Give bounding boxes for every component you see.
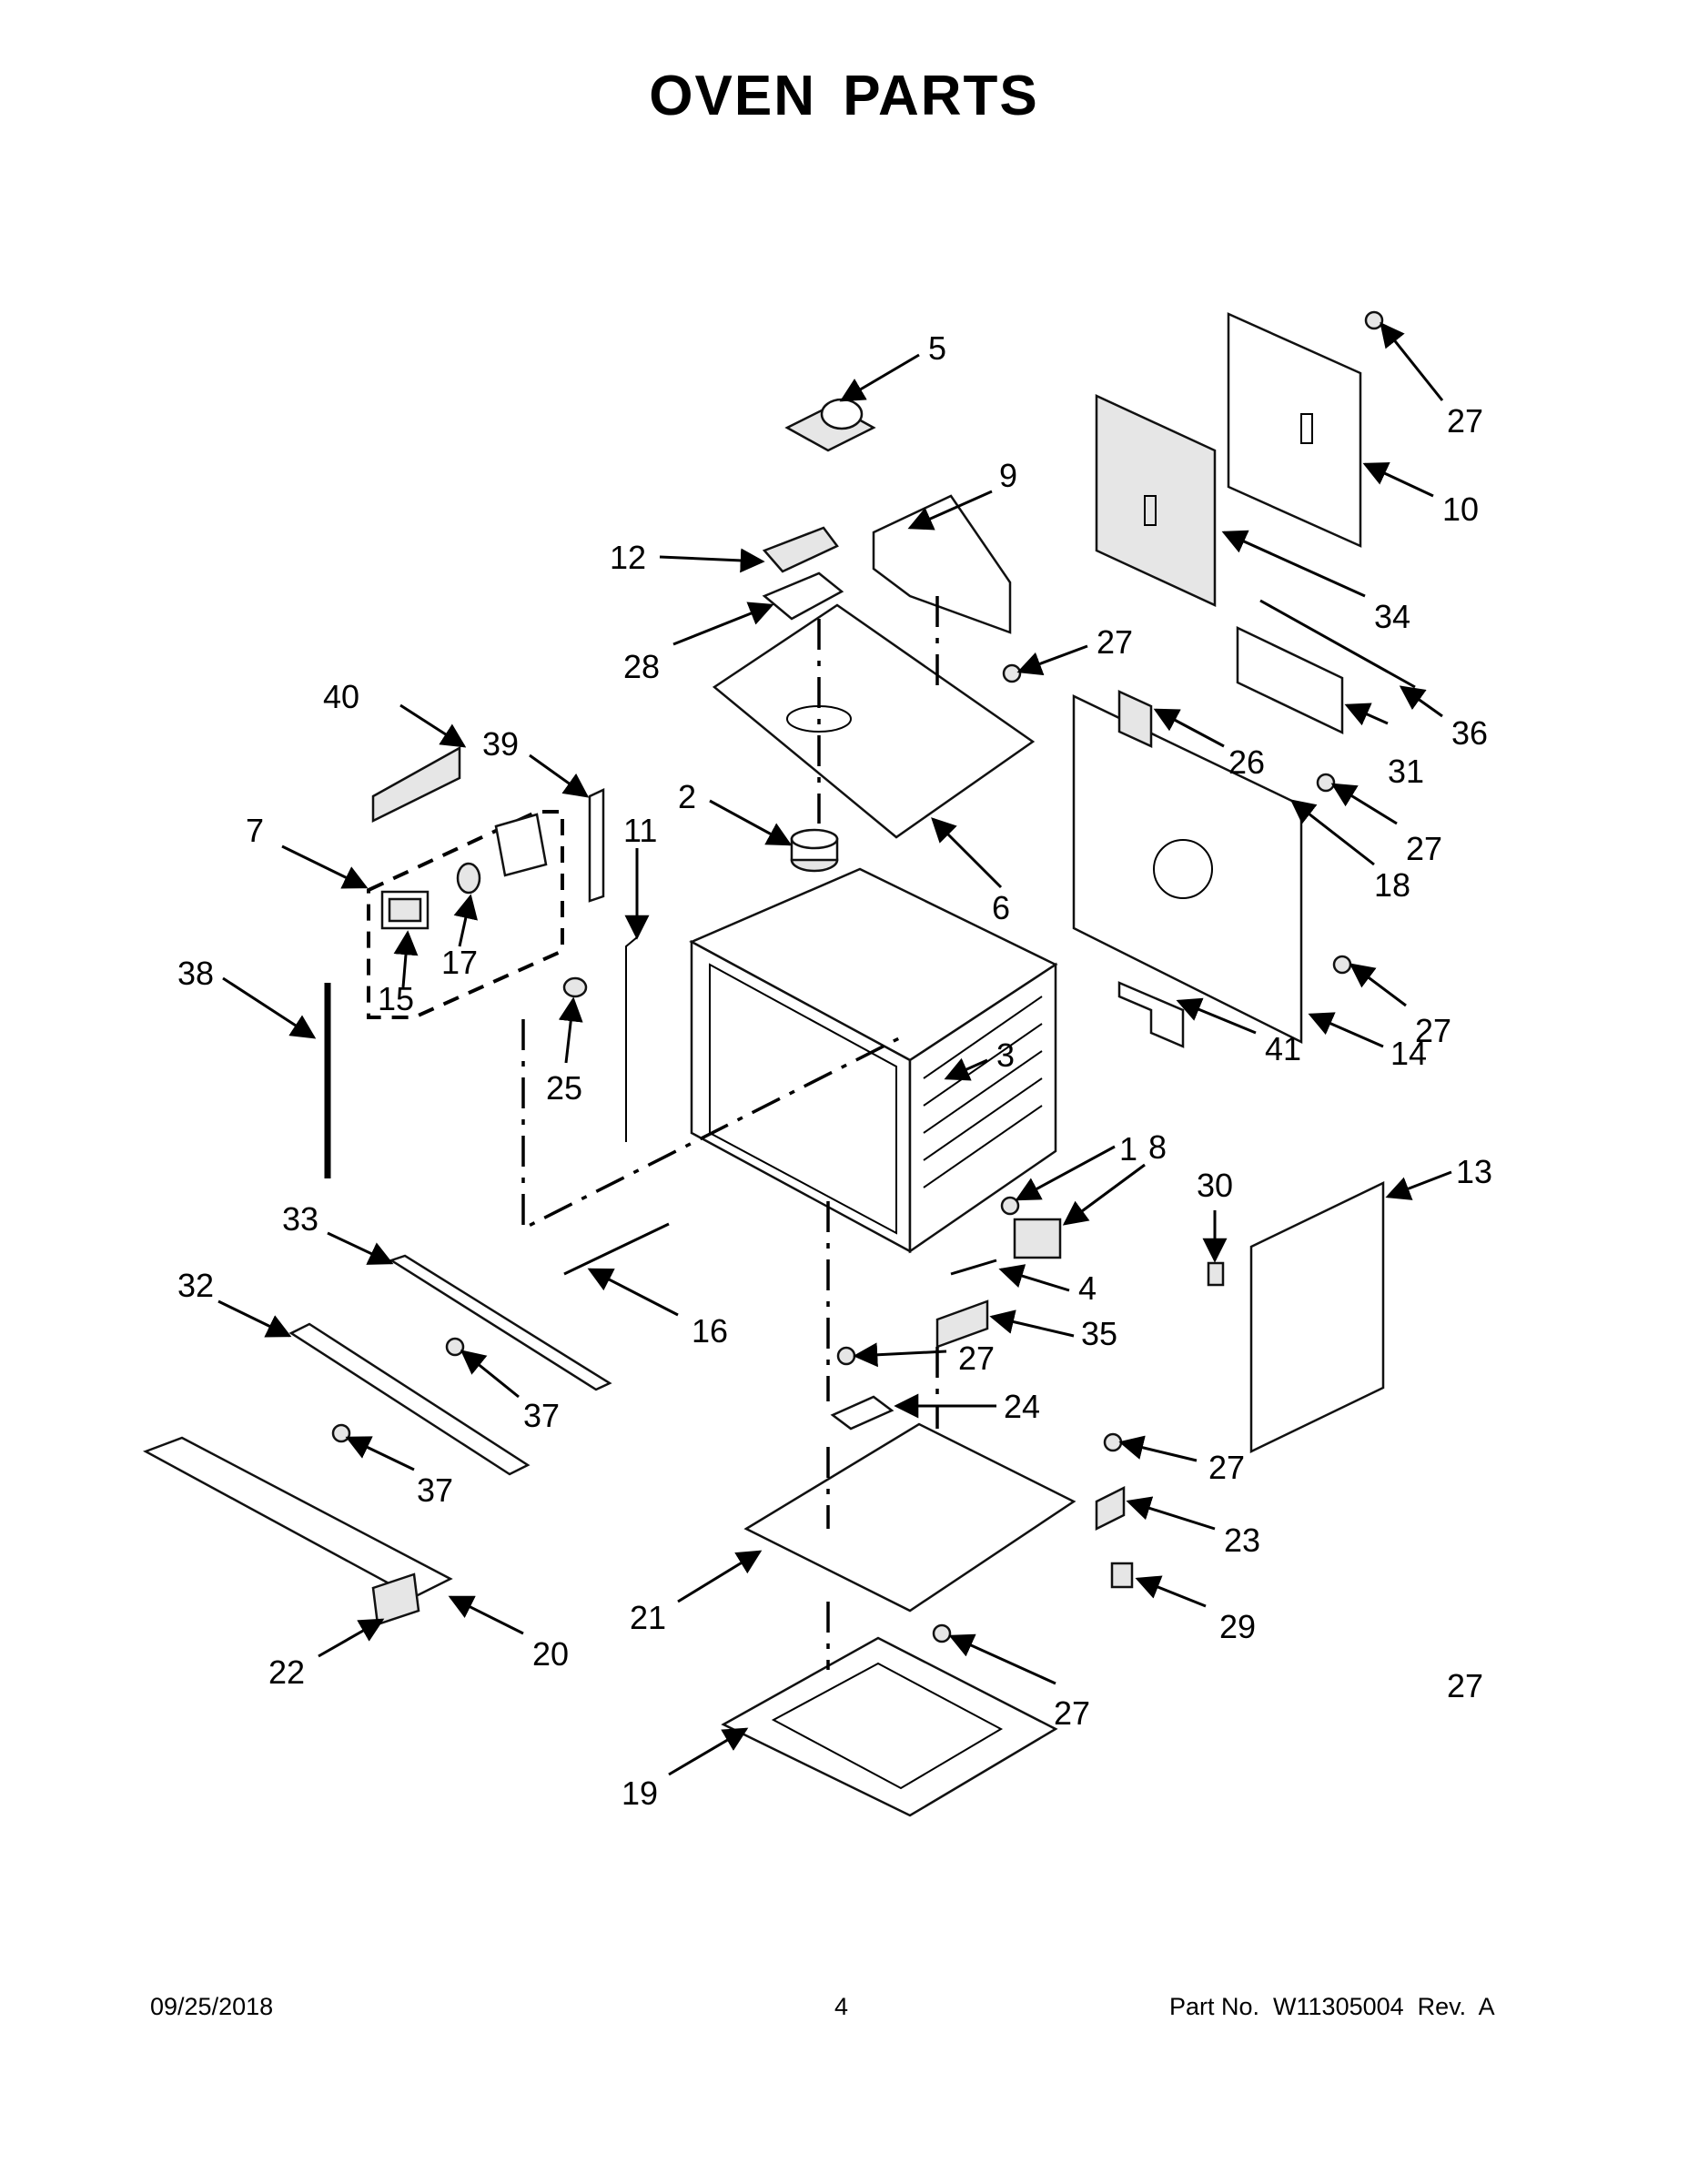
callout-22: 22 — [268, 1653, 305, 1691]
callout-9: 9 — [999, 457, 1017, 494]
callout-20: 20 — [532, 1635, 569, 1673]
part-7-group-outline — [367, 810, 564, 1019]
callout-37b: 37 — [417, 1471, 453, 1509]
callout-17: 17 — [441, 944, 478, 981]
callout-27a: 27 — [1447, 402, 1483, 440]
footer-date: 09/25/2018 — [150, 1993, 274, 2020]
part-12-plate — [762, 526, 839, 573]
callout-30: 30 — [1197, 1167, 1233, 1204]
part-22-strip — [371, 1572, 420, 1626]
callout-16: 16 — [692, 1312, 728, 1350]
part-26-junction-box — [1117, 690, 1153, 748]
part-4-element — [950, 1259, 997, 1276]
part-31-bracket — [1236, 626, 1344, 734]
part-35-bracket — [935, 1299, 989, 1349]
part-23-bracket — [1095, 1485, 1126, 1532]
part-40-panel — [371, 745, 461, 824]
callout-11: 11 — [623, 812, 657, 849]
callout-7: 7 — [246, 812, 264, 849]
part-9-duct — [872, 494, 1012, 634]
part-board — [494, 813, 548, 877]
part-41-bracket — [1117, 981, 1185, 1048]
part-16-sensor — [563, 1222, 670, 1276]
callout-31: 31 — [1388, 753, 1424, 790]
callout-33: 33 — [282, 1200, 318, 1238]
callout-24: 24 — [1004, 1388, 1040, 1425]
part-39-hinge — [588, 788, 605, 903]
part-11-wire — [625, 860, 638, 1142]
callout-10: 10 — [1442, 490, 1479, 528]
callout-34: 34 — [1374, 598, 1410, 635]
oven-cavity — [689, 867, 1058, 1254]
callout-27f: 27 — [1208, 1449, 1245, 1486]
page-title: OVEN PARTS — [649, 65, 1039, 127]
part-5-motor — [784, 398, 876, 452]
callout-12: 12 — [610, 539, 646, 576]
callout-27b: 27 — [1097, 623, 1133, 661]
callout-18: 18 — [1374, 866, 1410, 904]
callout-26: 26 — [1228, 743, 1265, 781]
callout-4: 4 — [1078, 1269, 1097, 1307]
part-13-side-panel — [1249, 1181, 1385, 1453]
part-36-rod — [1259, 599, 1416, 689]
callout-27h: 27 — [1447, 1667, 1483, 1704]
callout-27d: 27 — [1415, 1012, 1451, 1049]
callout-6: 6 — [992, 889, 1010, 926]
callout-8: 8 — [1148, 1128, 1167, 1166]
callout-labels: 1 2 3 4 5 6 7 8 9 10 11 12 13 14 15 16 1… — [177, 329, 1492, 1812]
callout-38: 38 — [177, 955, 214, 992]
part-24-bracket — [830, 1395, 895, 1431]
callout-19: 19 — [622, 1774, 658, 1812]
callout-35: 35 — [1081, 1315, 1117, 1352]
part-29-clip — [1110, 1562, 1134, 1589]
footer-part-number: Part No. W11305004 Rev. A — [1169, 1993, 1495, 2020]
callout-3: 3 — [996, 1036, 1015, 1074]
callout-41: 41 — [1265, 1030, 1301, 1067]
callout-29: 29 — [1219, 1608, 1256, 1645]
part-30-clip — [1207, 1261, 1225, 1287]
callout-1: 1 — [1119, 1130, 1137, 1168]
callout-27e: 27 — [958, 1340, 995, 1377]
callout-27c: 27 — [1406, 830, 1442, 867]
part-32-rail — [288, 1322, 531, 1476]
part-8-vent — [1013, 1218, 1062, 1259]
part-10-rear-panel — [1227, 312, 1362, 548]
footer-page-number: 4 — [834, 1993, 849, 2020]
callout-2: 2 — [678, 778, 696, 815]
screws — [331, 310, 1384, 1643]
part-28-bracket — [762, 571, 844, 621]
callout-15: 15 — [378, 980, 414, 1017]
callout-5: 5 — [928, 329, 946, 367]
callout-37a: 37 — [523, 1397, 560, 1434]
part-2-fan — [790, 828, 839, 873]
part-33-rail — [389, 1254, 612, 1391]
callout-23: 23 — [1224, 1522, 1260, 1559]
part-14-back-panel — [1072, 694, 1303, 1045]
part-6-top-panel — [712, 603, 1036, 839]
callout-27g: 27 — [1054, 1694, 1090, 1732]
callout-39: 39 — [482, 725, 519, 763]
callout-21: 21 — [630, 1599, 666, 1636]
callout-40: 40 — [323, 678, 359, 715]
callout-13: 13 — [1456, 1153, 1492, 1190]
part-17-knob — [456, 862, 481, 895]
part-25-light — [562, 976, 588, 998]
part-19-base-tray — [721, 1636, 1058, 1817]
callout-25: 25 — [546, 1069, 582, 1107]
part-drawings — [142, 310, 1416, 1817]
leader-arrows — [217, 321, 1452, 1776]
callout-14: 14 — [1390, 1035, 1427, 1072]
callout-36: 36 — [1451, 714, 1488, 752]
callout-28: 28 — [623, 648, 660, 685]
part-20-trim — [142, 1436, 453, 1599]
callout-32: 32 — [177, 1267, 214, 1304]
part-21-bottom-panel — [743, 1422, 1076, 1613]
